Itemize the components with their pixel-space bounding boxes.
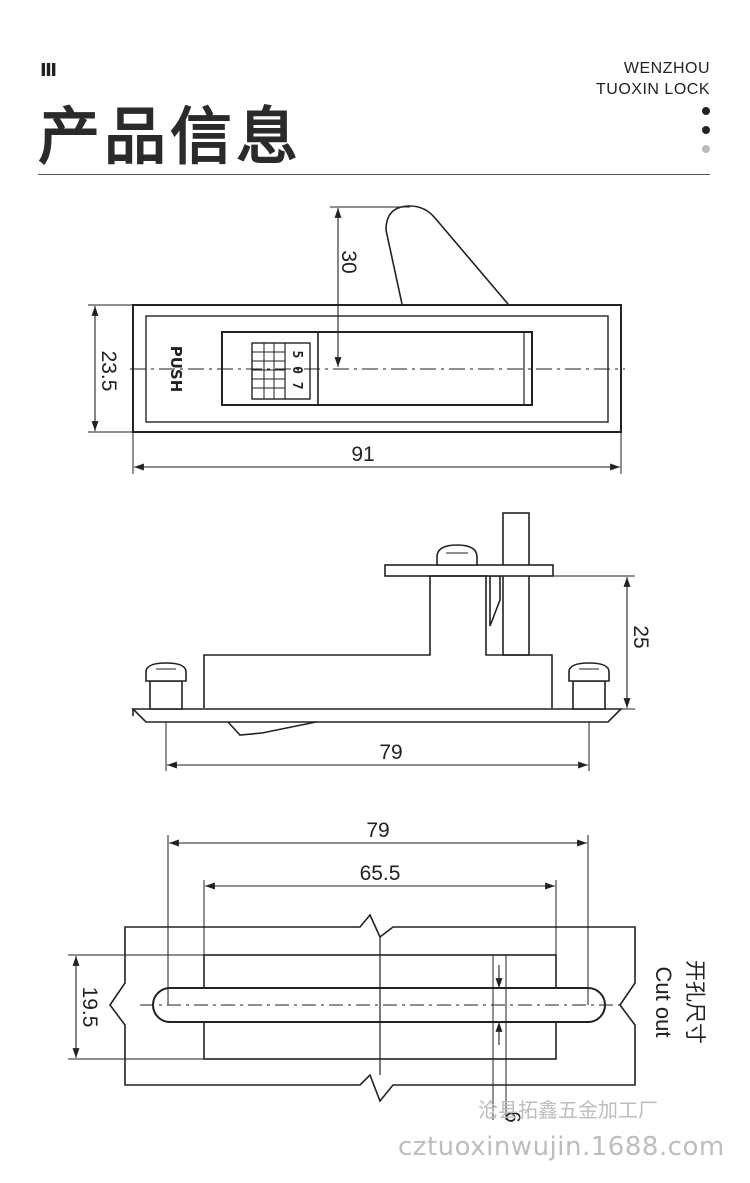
brand-block: WENZHOU TUOXIN LOCK (596, 58, 710, 100)
code-dial (251, 342, 311, 400)
cutout-label-en: Cut out (651, 967, 676, 1038)
right-screw (568, 662, 610, 682)
code-label: 5 0 7 (289, 350, 304, 389)
handle-lever (385, 205, 509, 305)
top-plate (384, 564, 554, 577)
dim-label-91: 91 (351, 443, 374, 466)
dim-label-23-5: 23.5 (97, 351, 120, 392)
cut-slot (152, 987, 606, 1023)
left-screw (145, 662, 187, 682)
top-view (88, 205, 625, 474)
brand-line-2: TUOXIN LOCK (596, 81, 710, 98)
header: Ⅲ 产品信息 WENZHOU TUOXIN LOCK (0, 0, 750, 180)
dot-icon (702, 107, 710, 115)
dim-label-25: 25 (629, 625, 652, 648)
dim-label-79-cutout: 79 (366, 819, 389, 842)
dim-label-6: 6 (501, 1111, 524, 1123)
cutout-view (68, 835, 636, 1120)
watermark-site: cztuoxinwujin.1688.com (398, 1132, 725, 1162)
dim-label-19-5: 19.5 (78, 987, 101, 1028)
watermark-company: 沧县拓鑫五金加工厂 (478, 1098, 658, 1122)
brand-line-1: WENZHOU (623, 60, 710, 77)
side-view (131, 512, 635, 771)
dot-icon (702, 126, 710, 134)
dim-label-79-side: 79 (379, 741, 402, 764)
lock-body (203, 575, 553, 708)
decorative-dots (702, 107, 712, 164)
shaft (502, 512, 530, 656)
base-plate (131, 708, 623, 723)
top-screw (436, 544, 478, 566)
dot-icon (702, 145, 710, 153)
header-divider (38, 174, 710, 175)
dim-label-65-5: 65.5 (360, 862, 401, 885)
section-bars: Ⅲ (40, 60, 59, 81)
cutout-label-cn: 开孔尺寸 (683, 960, 707, 1044)
dim-label-30: 30 (337, 250, 360, 273)
push-label: PUSH (167, 346, 185, 393)
page-title: 产品信息 (38, 100, 303, 173)
